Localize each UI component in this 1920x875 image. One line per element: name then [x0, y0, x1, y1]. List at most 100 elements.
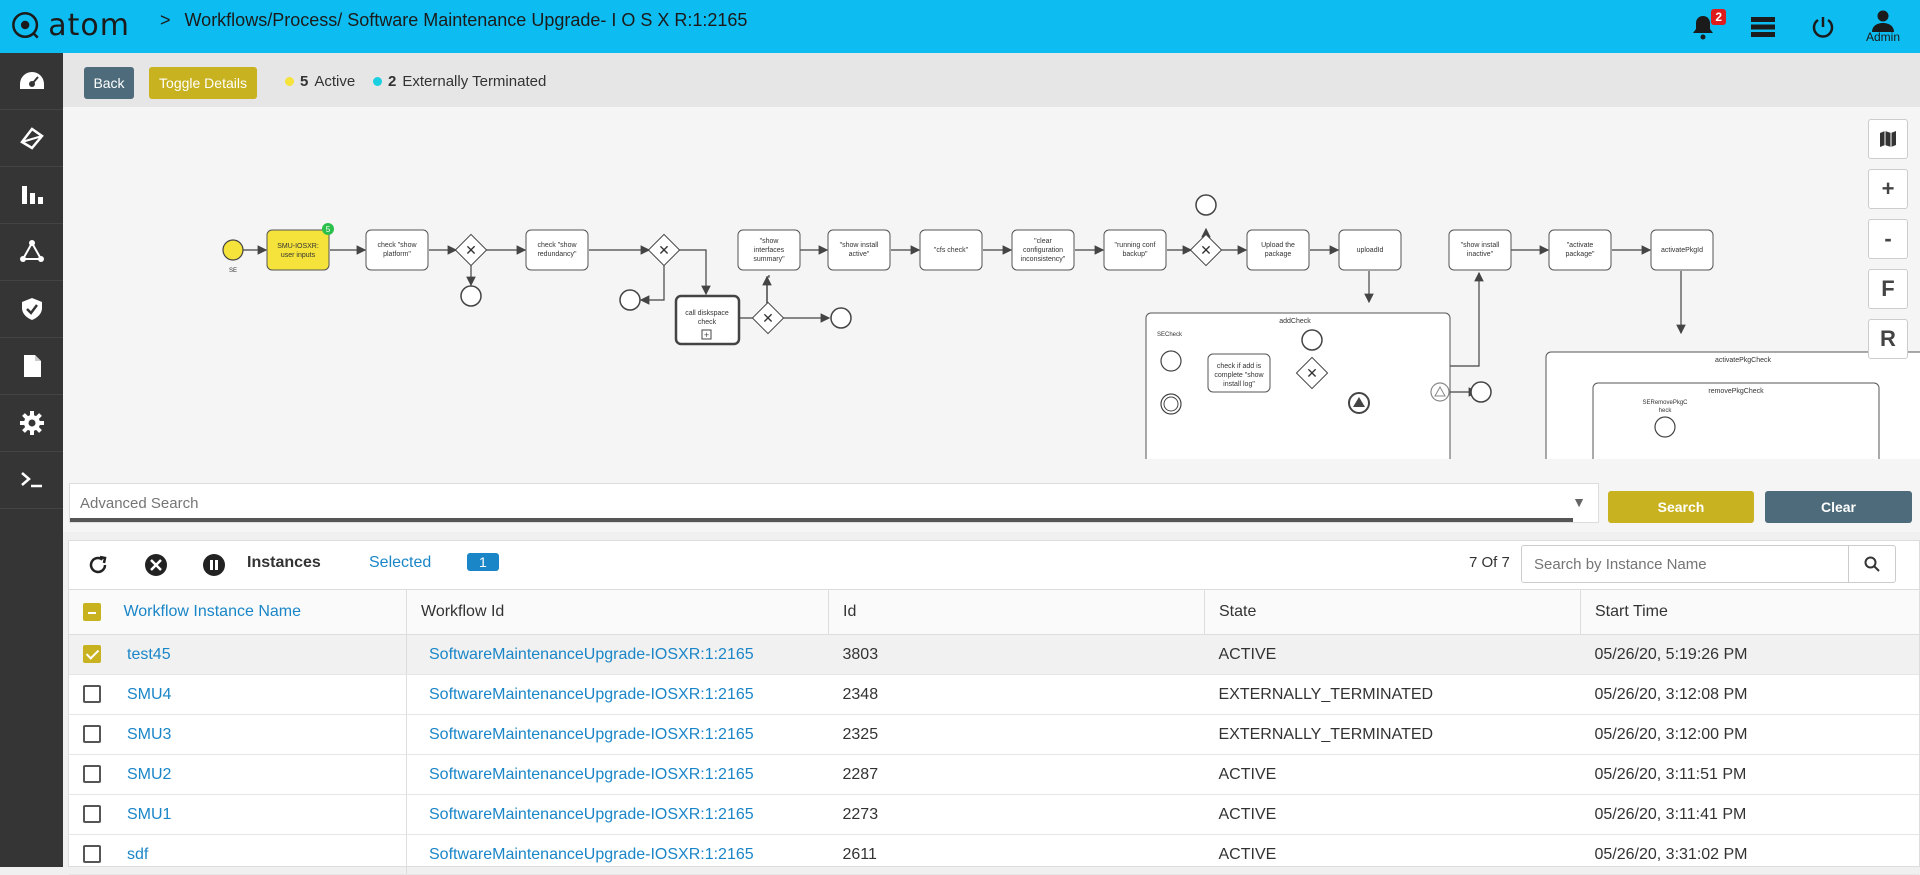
- gateway-1[interactable]: ✕: [454, 233, 488, 267]
- reset-button[interactable]: R: [1868, 319, 1908, 359]
- svg-text:✕: ✕: [1306, 365, 1318, 381]
- workflow-id-link[interactable]: SoftwareMaintenanceUpgrade-IOSXR:1:2165: [429, 645, 754, 663]
- sidebar-item-dashboard[interactable]: [0, 53, 63, 110]
- atom-logo[interactable]: atom: [10, 5, 130, 45]
- column-name[interactable]: Workflow Instance Name: [69, 589, 407, 635]
- instance-name-link[interactable]: SMU3: [127, 725, 172, 743]
- sidebar-item-settings[interactable]: [0, 395, 63, 452]
- end-event-5[interactable]: [1470, 381, 1492, 403]
- row-checkbox[interactable]: [83, 845, 101, 864]
- search-button[interactable]: Search: [1608, 491, 1754, 523]
- sidebar-item-workflows[interactable]: [0, 224, 63, 281]
- advanced-search[interactable]: ▼: [69, 483, 1599, 523]
- cell-workflow-id: SoftwareMaintenanceUpgrade-IOSXR:1:2165: [406, 674, 829, 715]
- task-upload-id[interactable]: uploadId: [1338, 229, 1402, 271]
- bpmn-diagram[interactable]: SE SMU-IOSXR: user inputs 5 check "show …: [63, 107, 1920, 459]
- table-row[interactable]: SMU3 SoftwareMaintenanceUpgrade-IOSXR:1:2…: [69, 714, 1919, 755]
- server-list-button[interactable]: [1746, 7, 1780, 47]
- sidebar-item-terminal[interactable]: [0, 452, 63, 509]
- map-icon: [1880, 131, 1896, 147]
- row-checkbox[interactable]: [83, 765, 101, 784]
- cell-name: SMU4: [69, 674, 407, 715]
- column-state[interactable]: State: [1204, 589, 1581, 635]
- column-workflow-id[interactable]: Workflow Id: [406, 589, 829, 635]
- terminate-button[interactable]: [141, 550, 171, 580]
- toggle-details-button[interactable]: Toggle Details: [149, 67, 257, 99]
- user-menu[interactable]: Admin: [1866, 7, 1900, 47]
- task-show-interfaces-summary[interactable]: "show interfaces summary": [737, 229, 801, 271]
- task-activate-package[interactable]: "activate package": [1548, 229, 1612, 271]
- instance-search-input[interactable]: [1522, 554, 1848, 574]
- task-user-inputs[interactable]: SMU-IOSXR: user inputs 5: [266, 223, 334, 271]
- gateway-3[interactable]: ✕: [751, 301, 785, 335]
- end-event-4[interactable]: [1195, 194, 1217, 216]
- workflow-id-link[interactable]: SoftwareMaintenanceUpgrade-IOSXR:1:2165: [429, 685, 754, 703]
- active-label: Active: [314, 73, 356, 90]
- instance-name-link[interactable]: sdf: [127, 845, 149, 863]
- instance-search-button[interactable]: [1848, 546, 1895, 582]
- advanced-search-input[interactable]: [70, 484, 1562, 522]
- minimap-button[interactable]: [1868, 119, 1908, 159]
- workflow-id-link[interactable]: SoftwareMaintenanceUpgrade-IOSXR:1:2165: [429, 765, 754, 783]
- table-row[interactable]: SMU4 SoftwareMaintenanceUpgrade-IOSXR:1:2…: [69, 674, 1919, 715]
- task-clear-configuration-inconsistency[interactable]: "clear configuration inconsistency": [1011, 229, 1075, 271]
- sidebar-item-documents[interactable]: [0, 338, 63, 395]
- subprocess-add-check[interactable]: addCheck SECheck check if add is complet…: [1145, 312, 1451, 459]
- end-event-1[interactable]: [460, 285, 482, 307]
- start-event[interactable]: [222, 239, 244, 261]
- column-start-time[interactable]: Start Time: [1580, 589, 1919, 635]
- workflow-id-link[interactable]: SoftwareMaintenanceUpgrade-IOSXR:1:2165: [429, 725, 754, 743]
- diagram-canvas[interactable]: SE SMU-IOSXR: user inputs 5 check "show …: [63, 107, 1920, 459]
- pause-button[interactable]: [199, 550, 229, 580]
- instance-name-link[interactable]: test45: [127, 645, 171, 663]
- sidebar-item-analytics[interactable]: [0, 167, 63, 224]
- task-upload-package[interactable]: Upload the package: [1246, 229, 1310, 271]
- row-checkbox[interactable]: [83, 645, 101, 664]
- svg-text:interfaces: interfaces: [754, 247, 785, 254]
- terminal-icon: [20, 472, 42, 488]
- row-checkbox[interactable]: [83, 685, 101, 704]
- gateway-4[interactable]: ✕: [1189, 233, 1223, 267]
- instance-name-link[interactable]: SMU4: [127, 685, 172, 703]
- instance-name-link[interactable]: SMU2: [127, 765, 172, 783]
- instance-name-link[interactable]: SMU1: [127, 805, 172, 823]
- task-show-platform[interactable]: check "show platform": [365, 229, 429, 271]
- back-button[interactable]: Back: [84, 67, 134, 99]
- task-activate-pkg-id[interactable]: activatePkgId: [1650, 229, 1714, 271]
- table-row[interactable]: SMU1 SoftwareMaintenanceUpgrade-IOSXR:1:2…: [69, 794, 1919, 835]
- clear-button[interactable]: Clear: [1765, 491, 1912, 523]
- end-event-3[interactable]: [830, 307, 852, 329]
- fit-button[interactable]: F: [1868, 269, 1908, 309]
- sidebar-item-security[interactable]: [0, 281, 63, 338]
- workflow-id-link[interactable]: SoftwareMaintenanceUpgrade-IOSXR:1:2165: [429, 805, 754, 823]
- task-show-install-inactive[interactable]: "show install inactive": [1448, 229, 1512, 271]
- task-show-redundancy[interactable]: check "show redundancy": [525, 229, 589, 271]
- row-checkbox[interactable]: [83, 805, 101, 824]
- zoom-out-button[interactable]: -: [1868, 219, 1908, 259]
- task-cfs-check[interactable]: "cfs check": [919, 229, 983, 271]
- select-all-checkbox[interactable]: [83, 602, 101, 621]
- notifications-button[interactable]: 2: [1686, 7, 1726, 47]
- column-id[interactable]: Id: [828, 589, 1205, 635]
- zoom-in-button[interactable]: +: [1868, 169, 1908, 209]
- sidebar-item-resources[interactable]: [0, 110, 63, 167]
- caret-down-icon[interactable]: ▼: [1572, 494, 1586, 510]
- table-row[interactable]: SMU2 SoftwareMaintenanceUpgrade-IOSXR:1:2…: [69, 754, 1919, 795]
- table-row[interactable]: sdf SoftwareMaintenanceUpgrade-IOSXR:1:21…: [69, 834, 1919, 875]
- subprocess-diskspace-check[interactable]: call diskspace check +: [674, 294, 741, 346]
- subprocess-activate-pkg-check[interactable]: activatePkgCheck removePkgCheck SERemove…: [1545, 351, 1920, 459]
- end-event-2[interactable]: [619, 289, 641, 311]
- cell-workflow-id: SoftwareMaintenanceUpgrade-IOSXR:1:2165: [406, 794, 829, 835]
- power-button[interactable]: [1806, 7, 1840, 47]
- row-checkbox[interactable]: [83, 725, 101, 744]
- column-name-label[interactable]: Workflow Instance Name: [123, 603, 301, 621]
- refresh-button[interactable]: [83, 550, 113, 580]
- start-event-label: SE: [229, 268, 237, 274]
- boundary-event[interactable]: [1430, 382, 1450, 402]
- task-show-install-active[interactable]: "show install active": [827, 229, 891, 271]
- svg-text:Upload the: Upload the: [1261, 242, 1295, 249]
- workflow-id-link[interactable]: SoftwareMaintenanceUpgrade-IOSXR:1:2165: [429, 845, 754, 863]
- task-running-conf-backup[interactable]: "running conf backup": [1103, 229, 1167, 271]
- gateway-2[interactable]: ✕: [647, 233, 681, 267]
- table-row[interactable]: test45 SoftwareMaintenanceUpgrade-IOSXR:1…: [69, 634, 1919, 675]
